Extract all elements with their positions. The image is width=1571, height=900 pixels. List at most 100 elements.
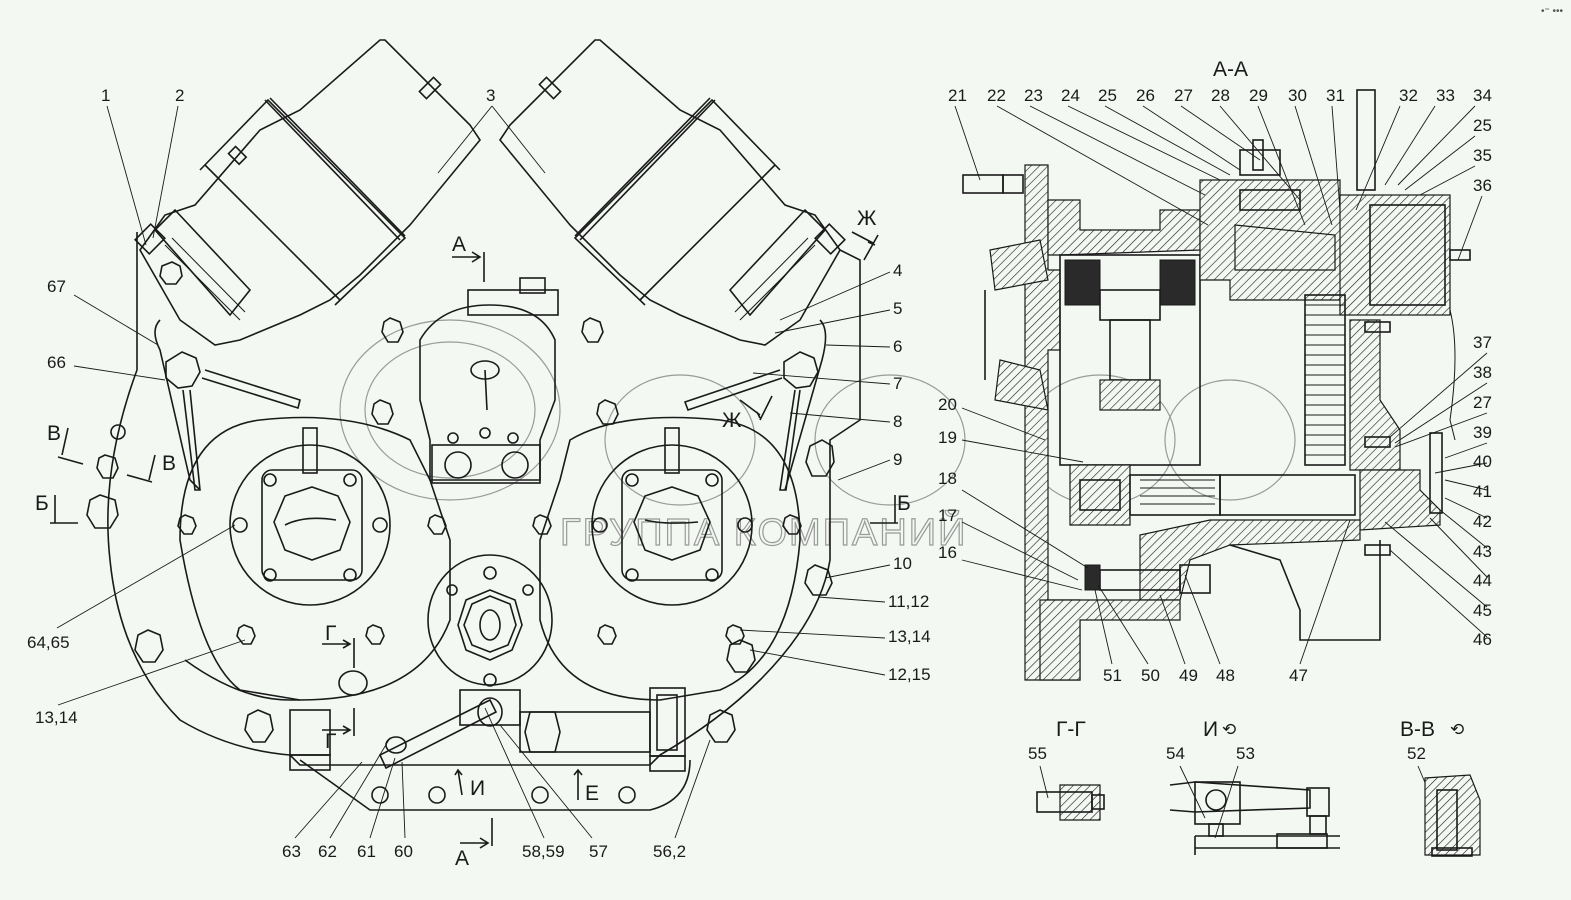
callout: 11,12: [888, 592, 929, 611]
callout: 28: [1211, 86, 1230, 105]
shaft-flange-left: [229, 427, 391, 606]
lever-left: [154, 319, 301, 491]
view-mark-i: И: [470, 777, 485, 800]
view-i: И ⟲ 54 53: [1166, 718, 1340, 855]
view-i-title: И: [1203, 718, 1218, 741]
watermark-subtitle: ГРУППА КОМПАНИЙ: [560, 509, 967, 554]
callout: 33: [1436, 86, 1455, 105]
section-vv-title: В-В: [1400, 718, 1435, 741]
callout: 61: [357, 842, 376, 861]
section-mark-a-bottom: А: [455, 847, 469, 870]
callout: 54: [1166, 744, 1185, 763]
rotation-icon: ⟲: [1222, 720, 1236, 739]
callout: 40: [1473, 452, 1492, 471]
callout: 43: [1473, 542, 1492, 561]
main-callouts: 1 2 3 4 5 6 7 8 9 10 11,12 13,14 12,15: [27, 86, 931, 861]
callout: 29: [1249, 86, 1268, 105]
callout: 62: [318, 842, 337, 861]
aa-callouts-left: 20 19 18 17 16: [938, 395, 1089, 591]
callout: 52: [1407, 744, 1426, 763]
brake-chamber-left: [134, 39, 481, 346]
callout: 13,14: [888, 627, 931, 646]
callout: 55: [1028, 744, 1047, 763]
callout: 8: [893, 412, 902, 431]
section-mark-b-left: Б: [35, 492, 49, 515]
callout: 46: [1473, 630, 1492, 649]
shaft-flange-right: [591, 427, 753, 606]
section-aa-title: А-А: [1213, 58, 1248, 81]
section-mark-zh-top: Ж: [857, 207, 877, 230]
callout: 66: [47, 353, 66, 372]
section-mark-zh-mid: Ж: [722, 409, 742, 432]
callout: 19: [938, 428, 957, 447]
callout: 31: [1326, 86, 1345, 105]
callout: 20: [938, 395, 957, 414]
callout: 57: [589, 842, 608, 861]
callout: 22: [987, 86, 1006, 105]
callout: 5: [893, 299, 902, 318]
control-valve: [419, 277, 559, 484]
callout: 4: [893, 261, 902, 280]
section-mark-g-bottom: Г: [325, 730, 336, 753]
callout: 67: [47, 277, 66, 296]
callout: 63: [282, 842, 301, 861]
callout: 26: [1136, 86, 1155, 105]
callout: 7: [893, 374, 902, 393]
section-mark-b-right: Б: [897, 492, 911, 515]
callout: 39: [1473, 423, 1492, 442]
section-marks: А А Ж Ж В В Б Б Г Г И Е: [35, 207, 911, 870]
callout: 41: [1473, 482, 1492, 501]
callout: 1: [101, 86, 110, 105]
callout: 60: [394, 842, 413, 861]
section-mark-g-top: Г: [325, 622, 336, 645]
callout: 51: [1103, 666, 1122, 685]
callout: 30: [1288, 86, 1307, 105]
callout: 2: [175, 86, 184, 105]
callout: 37: [1473, 333, 1492, 352]
callout: 53: [1236, 744, 1255, 763]
section-gg-title: Г-Г: [1056, 718, 1086, 741]
callout: 35: [1473, 146, 1492, 165]
callout: 10: [893, 554, 912, 573]
watermark: ГРУППА КОМПАНИЙ: [339, 319, 1296, 555]
aa-callouts-right: 25 35 36 37 38 27 39 40 41 42 43 44 45: [1384, 116, 1492, 649]
callout: 56,2: [653, 842, 686, 861]
rotation-icon: ⟲: [1450, 720, 1464, 739]
shaft-flange-center: [427, 554, 553, 687]
lever-right: [683, 319, 827, 491]
callout: 27: [1174, 86, 1193, 105]
callout: 21: [948, 86, 967, 105]
callout: 17: [938, 506, 957, 525]
aa-callouts-bottom: 51 50 49 48 47: [1094, 519, 1351, 685]
section-aa: А-А: [938, 58, 1492, 685]
callout: 50: [1141, 666, 1160, 685]
callout: 64,65: [27, 633, 70, 652]
callout: 27: [1473, 393, 1492, 412]
section-mark-a-top: А: [452, 233, 466, 256]
callout: 23: [1024, 86, 1043, 105]
callout: 34: [1473, 86, 1492, 105]
callout: 25: [1473, 116, 1492, 135]
callout: 38: [1473, 363, 1492, 382]
section-mark-v-right: В: [162, 452, 176, 475]
callout: 36: [1473, 176, 1492, 195]
callout: 3: [486, 86, 495, 105]
callout: 45: [1473, 601, 1492, 620]
callout: 6: [893, 337, 902, 356]
callout: 49: [1179, 666, 1198, 685]
section-mark-v-left: В: [47, 422, 61, 445]
callout: 16: [938, 543, 957, 562]
main-view: А А Ж Ж В В Б Б Г Г И Е 1: [27, 39, 931, 870]
section-vv: В-В ⟲ 52: [1400, 718, 1481, 857]
callout: 13,14: [35, 708, 78, 727]
aa-callouts-top: 21 22 23 24 25 26 27 28 29 30 31 32 33: [948, 86, 1492, 226]
callout: 32: [1399, 86, 1418, 105]
view-mark-e: Е: [585, 782, 599, 805]
air-line: [289, 687, 686, 804]
callout: 18: [938, 469, 957, 488]
callout: 48: [1216, 666, 1235, 685]
callout: 12,15: [888, 665, 931, 684]
callout: 58,59: [522, 842, 565, 861]
bolts: [86, 261, 835, 743]
